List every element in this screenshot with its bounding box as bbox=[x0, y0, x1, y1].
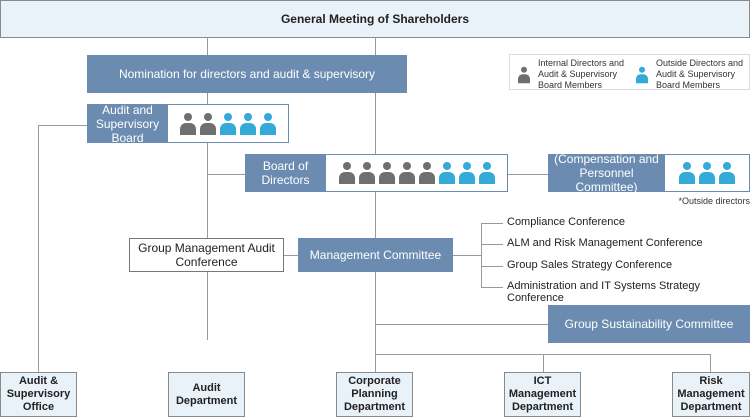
connector bbox=[38, 125, 39, 372]
outside-person-icon bbox=[478, 162, 495, 184]
department-box: Audit & Supervisory Office bbox=[0, 372, 77, 417]
department-box: Risk Management Department bbox=[672, 372, 750, 417]
group-audit-conference-label: Conference bbox=[175, 255, 238, 269]
department-label: Management bbox=[677, 388, 745, 400]
legend-outside-line: Outside Directors and bbox=[656, 58, 744, 68]
sustainability-committee-label: Group Sustainability Committee bbox=[564, 317, 734, 331]
connector bbox=[207, 38, 208, 340]
legend-internal-line: Internal Directors and bbox=[538, 58, 625, 68]
conference-item: ALM and Risk Management Conference bbox=[507, 237, 703, 249]
connector bbox=[481, 266, 503, 267]
general-meeting-label: General Meeting of Shareholders bbox=[280, 12, 470, 26]
department-label: Management bbox=[508, 388, 577, 400]
board-of-directors-label: Board of bbox=[262, 159, 309, 173]
department-box: Audit Department bbox=[168, 372, 245, 417]
department-label: Planning bbox=[351, 388, 398, 400]
conference-item: Administration and IT Systems Strategy C… bbox=[507, 280, 700, 304]
department-label: Office bbox=[22, 401, 55, 413]
internal-person-icon bbox=[418, 162, 435, 184]
internal-person-icon bbox=[200, 112, 216, 135]
audit-board-label: Audit and bbox=[102, 102, 153, 117]
outside-person-icon bbox=[220, 112, 236, 135]
outside-person-icon bbox=[699, 162, 715, 184]
board-of-directors-members bbox=[325, 154, 508, 192]
department-label: Risk bbox=[699, 375, 723, 387]
connector bbox=[481, 223, 482, 287]
compensation-members bbox=[664, 154, 750, 192]
department-label: Corporate bbox=[348, 375, 401, 387]
department-label: Department bbox=[175, 394, 238, 407]
legend-outside-line: Audit & Supervisory bbox=[656, 69, 736, 79]
internal-person-icon bbox=[180, 112, 196, 135]
outside-directors-note: *Outside directors bbox=[678, 196, 750, 206]
department-label: Audit bbox=[192, 381, 221, 394]
connector bbox=[481, 244, 503, 245]
connector bbox=[481, 287, 503, 288]
conference-item: Compliance Conference bbox=[507, 216, 626, 228]
outside-person-icon bbox=[438, 162, 455, 184]
compensation-label-box: (Compensation and Personnel Committee) bbox=[548, 152, 665, 194]
general-meeting-box: General Meeting of Shareholders bbox=[0, 0, 750, 38]
conference-item: Group Sales Strategy Conference bbox=[507, 259, 673, 271]
department-label: Department bbox=[511, 401, 574, 413]
group-audit-conference-box: Group Management Audit Conference bbox=[129, 238, 284, 272]
audit-board-members bbox=[167, 104, 289, 143]
audit-board-label-box: Audit and Supervisory Board bbox=[87, 102, 168, 145]
legend-internal: Internal Directors and Audit & Superviso… bbox=[516, 58, 624, 91]
nomination-box: Nomination for directors and audit & sup… bbox=[87, 55, 407, 93]
internal-person-icon bbox=[358, 162, 375, 184]
internal-person-icon bbox=[398, 162, 415, 184]
outside-person-icon bbox=[636, 66, 648, 83]
outside-person-icon bbox=[260, 112, 276, 135]
connector bbox=[452, 255, 482, 256]
internal-person-icon bbox=[518, 66, 530, 83]
department-label: ICT bbox=[533, 375, 552, 387]
connector bbox=[38, 125, 88, 126]
department-label: Department bbox=[680, 401, 742, 413]
connector bbox=[543, 354, 544, 372]
connector bbox=[375, 324, 548, 325]
legend-outside-line: Board Members bbox=[656, 80, 721, 90]
connector bbox=[283, 255, 298, 256]
audit-board-label: Supervisory bbox=[95, 116, 160, 131]
group-audit-conference-label: Group Management Audit bbox=[138, 241, 275, 255]
audit-board-label: Board bbox=[111, 130, 144, 145]
department-label: Department bbox=[343, 401, 406, 413]
internal-person-icon bbox=[378, 162, 395, 184]
compensation-label: (Compensation and bbox=[554, 152, 659, 166]
management-committee-label: Management Committee bbox=[309, 248, 442, 262]
outside-person-icon bbox=[679, 162, 695, 184]
connector bbox=[481, 223, 503, 224]
board-of-directors-label: Directors bbox=[261, 173, 310, 187]
connector bbox=[710, 354, 711, 372]
sustainability-committee-box: Group Sustainability Committee bbox=[548, 305, 750, 343]
department-label: Supervisory bbox=[6, 388, 71, 400]
board-of-directors-label-box: Board of Directors bbox=[245, 154, 326, 192]
legend-internal-line: Audit & Supervisory bbox=[538, 69, 618, 79]
connector bbox=[375, 38, 376, 372]
legend: Internal Directors and Audit & Superviso… bbox=[509, 54, 750, 90]
compensation-label: Personnel Committee) bbox=[575, 166, 638, 194]
outside-person-icon bbox=[240, 112, 256, 135]
department-box: Corporate Planning Department bbox=[336, 372, 413, 417]
outside-person-icon bbox=[458, 162, 475, 184]
department-label: Audit & bbox=[18, 375, 59, 387]
management-committee-box: Management Committee bbox=[298, 238, 453, 272]
connector bbox=[508, 174, 548, 175]
legend-internal-line: Board Members bbox=[538, 80, 603, 90]
nomination-label: Nomination for directors and audit & sup… bbox=[118, 67, 376, 81]
internal-person-icon bbox=[338, 162, 355, 184]
legend-outside: Outside Directors and Audit & Supervisor… bbox=[634, 58, 743, 91]
outside-person-icon bbox=[719, 162, 735, 184]
connector bbox=[207, 174, 245, 175]
department-box: ICT Management Department bbox=[504, 372, 581, 417]
